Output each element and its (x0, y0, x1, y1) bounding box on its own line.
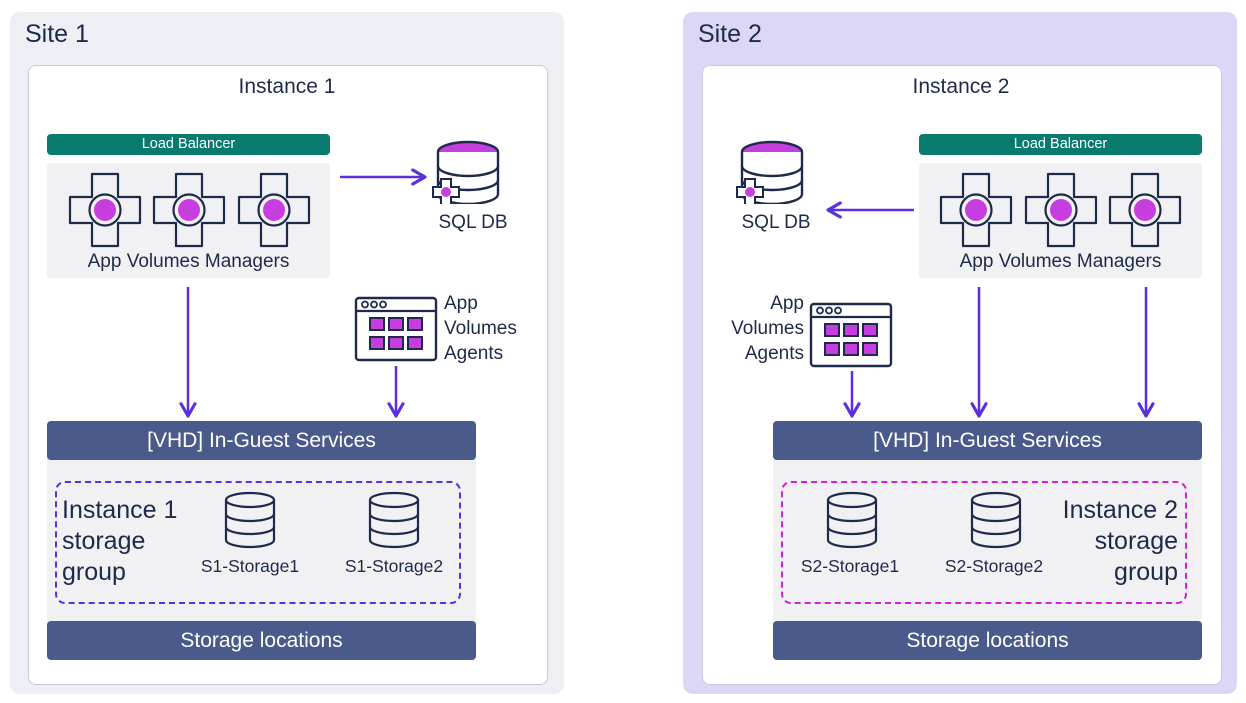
agents-label-line: Agents (444, 343, 504, 364)
app-volumes-manager-icon (68, 172, 142, 248)
instance-2-title: Instance 2 (912, 75, 1010, 98)
site-1-title: Site 1 (25, 20, 89, 48)
storage-cylinder-icon (826, 491, 878, 549)
sql-database-icon (432, 140, 500, 204)
in-guest-services-bar-1: [VHD] In-Guest Services (47, 421, 476, 460)
agents-label-line: Volumes (444, 318, 517, 339)
agents-label-2: App Volumes Agents (706, 291, 804, 366)
load-balancer-1: Load Balancer (47, 134, 330, 155)
load-balancer-2: Load Balancer (919, 134, 1202, 155)
storage-group-1 (55, 481, 461, 604)
agents-label-line: App (444, 293, 478, 314)
storage-label: S1-Storage2 (344, 556, 444, 576)
storage-area-2 (773, 458, 1202, 624)
app-volumes-manager-icon (1024, 172, 1098, 248)
storage-group-label-line: storage (62, 527, 146, 555)
app-volumes-manager-icon (939, 172, 1013, 248)
storage-cylinder-icon (368, 491, 420, 549)
storage-cylinder-icon (224, 491, 276, 549)
app-window-agent-icon (809, 302, 893, 368)
storage-group-label-line: Instance 1 (62, 496, 178, 524)
storage-locations-bar-1: Storage locations (47, 621, 476, 660)
app-window-agent-icon (354, 296, 438, 362)
storage-group-label-line: Instance 2 (1062, 496, 1178, 524)
storage-group-2 (781, 481, 1187, 604)
agents-label-line: App (770, 293, 804, 314)
app-volumes-manager-icon (152, 172, 226, 248)
storage-group-label-line: storage (1094, 527, 1178, 555)
site-2-title: Site 2 (698, 20, 762, 48)
storage-label: S2-Storage2 (944, 556, 1044, 576)
sql-database-icon (736, 140, 804, 204)
managers-label-1: App Volumes Managers (87, 251, 290, 272)
sql-db-label-1: SQL DB (438, 212, 508, 233)
storage-group-label-line: group (62, 558, 126, 586)
app-volumes-manager-icon (237, 172, 311, 248)
storage-group-label-1: Instance 1 storage group (62, 495, 177, 588)
storage-label: S2-Storage1 (800, 556, 900, 576)
instance-1-title: Instance 1 (238, 75, 336, 98)
in-guest-services-bar-2: [VHD] In-Guest Services (773, 421, 1202, 460)
sql-db-label-2: SQL DB (741, 212, 811, 233)
storage-group-label-2: Instance 2 storage group (1040, 495, 1178, 588)
storage-group-label-line: group (1114, 558, 1178, 586)
storage-locations-bar-2: Storage locations (773, 621, 1202, 660)
storage-cylinder-icon (970, 491, 1022, 549)
agents-label-1: App Volumes Agents (444, 291, 517, 366)
agents-label-line: Agents (744, 343, 804, 364)
agents-label-line: Volumes (731, 318, 804, 339)
storage-label: S1-Storage1 (200, 556, 300, 576)
storage-area-1 (47, 458, 476, 624)
managers-label-2: App Volumes Managers (959, 251, 1162, 272)
app-volumes-manager-icon (1108, 172, 1182, 248)
